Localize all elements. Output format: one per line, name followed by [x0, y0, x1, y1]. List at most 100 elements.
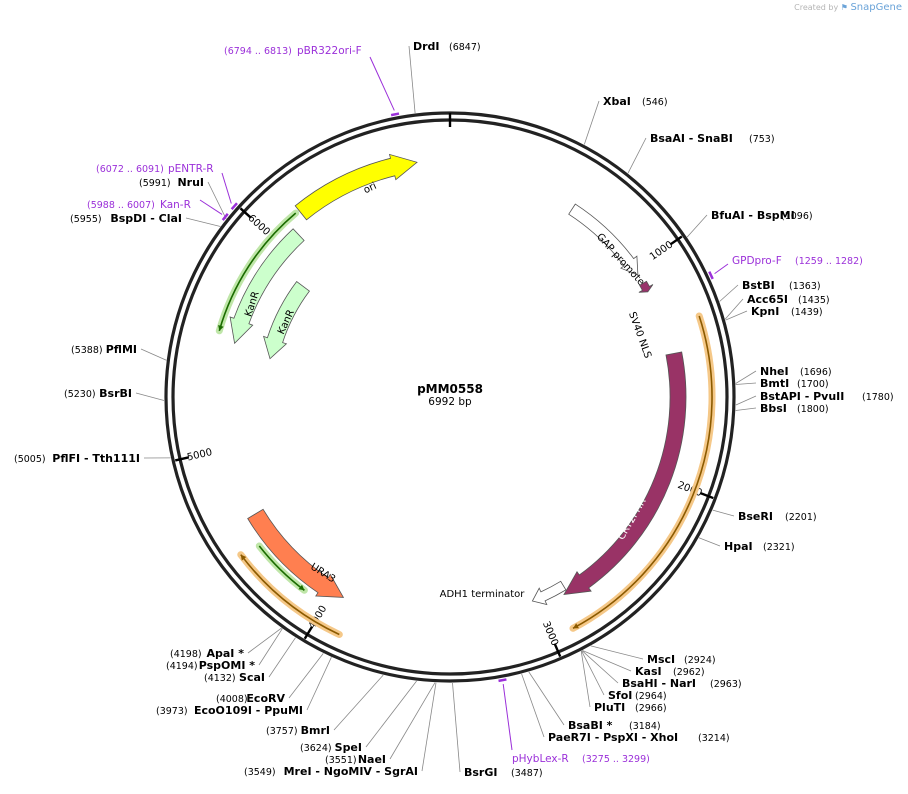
ruler-tick-mark	[303, 626, 313, 640]
restriction-site-name: BsrGI	[464, 766, 497, 779]
restriction-site-name: NruI	[177, 176, 204, 189]
site-leader-line	[247, 627, 282, 654]
restriction-site-position: (4008)	[216, 694, 248, 705]
kanr-orf-arrowhead	[218, 324, 224, 331]
restriction-site-position: (1363)	[789, 281, 821, 292]
site-leader-line	[581, 650, 619, 684]
ruler-tick-mark	[553, 643, 562, 658]
ruler-tick-mark	[669, 235, 683, 246]
primer-site-mark	[230, 202, 238, 211]
kanr-orf-line	[218, 212, 297, 332]
restriction-site-position: (3487)	[511, 768, 543, 779]
site-leader-line	[724, 298, 744, 320]
restriction-site-position: (4198)	[170, 649, 202, 660]
primer-name: pENTR-R	[168, 163, 214, 175]
primer-leader-line	[199, 199, 223, 215]
primer-name: GPDpro-F	[732, 255, 782, 267]
restriction-site-name: BstAPI - PvuII	[760, 390, 844, 403]
site-leader-line	[521, 673, 545, 738]
site-leader-line	[580, 651, 591, 708]
ruler-tick-label: 3000	[540, 620, 560, 648]
restriction-site-position: (3757)	[266, 726, 298, 737]
restriction-site-name: EcoRV	[246, 692, 285, 705]
site-leader-line	[528, 671, 565, 726]
restriction-site-position: (5388)	[71, 345, 103, 356]
primer-name: pBR322ori-F	[297, 45, 362, 57]
site-leader-line	[581, 650, 605, 696]
restriction-site-position: (3624)	[300, 743, 332, 754]
primer-position: (6072 .. 6091)	[96, 164, 164, 175]
site-leader-line	[698, 537, 721, 547]
site-leader-line	[135, 392, 165, 401]
site-leader-line	[288, 653, 324, 699]
restriction-site-position: (3184)	[629, 721, 661, 732]
site-leader-line	[452, 682, 461, 773]
site-leader-line	[735, 382, 757, 385]
ori-label: ori	[362, 181, 378, 196]
site-labels: DrdI(6847)XbaI(546)BsaAI - SnaBI(753)Bfu…	[14, 40, 894, 779]
restriction-site-position: (2966)	[635, 703, 667, 714]
cry2phr-orf-arrowhead	[573, 623, 580, 629]
primer-site-mark	[708, 271, 714, 280]
primer-leader-line	[502, 684, 513, 751]
restriction-site-position: (3551)	[325, 755, 357, 766]
restriction-site-position: (3549)	[244, 767, 276, 778]
site-leader-line	[258, 628, 283, 666]
attribution-prefix: Created by	[794, 3, 839, 12]
restriction-site-position: (5230)	[64, 389, 96, 400]
restriction-site-name: ApaI *	[207, 647, 245, 660]
restriction-site-position: (1435)	[798, 295, 830, 306]
ura3-orf-line	[240, 554, 340, 636]
site-leader-line	[389, 682, 436, 760]
restriction-site-name: PluTI	[594, 701, 625, 714]
primer-leader-line	[221, 172, 232, 204]
restriction-site-position: (4194)	[166, 661, 198, 672]
restriction-site-position: (1700)	[797, 379, 829, 390]
restriction-site-name: NaeI	[358, 753, 386, 766]
restriction-site-position: (2201)	[785, 512, 817, 523]
primer-name: pHybLex-R	[512, 753, 569, 765]
restriction-site-position: (5005)	[14, 454, 46, 465]
site-leader-line	[627, 137, 647, 174]
restriction-site-name: HpaI	[724, 540, 753, 553]
sv40-nls-label: SV40 NLS	[626, 311, 653, 360]
ura3-inner-orf-arrowhead	[298, 584, 305, 591]
sv40-nls-arrow	[638, 280, 654, 293]
site-leader-line	[583, 100, 600, 145]
restriction-site-position: (2924)	[684, 655, 716, 666]
restriction-site-name: PflFI - Tth111I	[52, 452, 140, 465]
ruler-tick-mark	[699, 491, 714, 500]
restriction-site-position: (5955)	[70, 214, 102, 225]
restriction-site-name: Acc65I	[747, 293, 788, 306]
gap-promoter-arrow	[568, 203, 639, 276]
ruler-tick-mark	[239, 207, 252, 219]
restriction-site-name: PaeR7I - PspXI - XhoI	[548, 731, 678, 744]
kanr-arrow-2	[263, 280, 310, 360]
primer-site-mark	[390, 112, 400, 117]
ruler-tick-mark	[174, 456, 190, 462]
restriction-site-name: BmrI	[301, 724, 330, 737]
site-leader-line	[408, 45, 416, 114]
restriction-site-name: MscI	[647, 653, 675, 666]
primer-position: (5988 .. 6007)	[87, 200, 155, 211]
attribution-brand: SnapGene	[850, 2, 902, 13]
site-leader-line	[268, 637, 296, 678]
restriction-site-position: (2963)	[710, 679, 742, 690]
restriction-site-position: (1439)	[791, 307, 823, 318]
restriction-site-name: EcoO109I - PpuMI	[194, 704, 303, 717]
ruler-tick-label: 1000	[648, 239, 675, 263]
restriction-site-name: DrdI	[413, 40, 440, 53]
restriction-site-position: (1800)	[797, 404, 829, 415]
restriction-site-position: (2962)	[673, 667, 705, 678]
restriction-site-name: BseRI	[738, 510, 773, 523]
site-leader-line	[735, 370, 757, 384]
restriction-site-position: (4132)	[204, 673, 236, 684]
site-leader-line	[735, 395, 757, 406]
plasmid-name: pMM0558	[417, 382, 483, 396]
ruler-tick-label: 5000	[186, 447, 213, 463]
restriction-site-position: (1096)	[781, 211, 813, 222]
restriction-site-name: BsaAI - SnaBI	[650, 132, 733, 145]
site-leader-line	[185, 217, 221, 227]
restriction-site-position: (3214)	[698, 733, 730, 744]
